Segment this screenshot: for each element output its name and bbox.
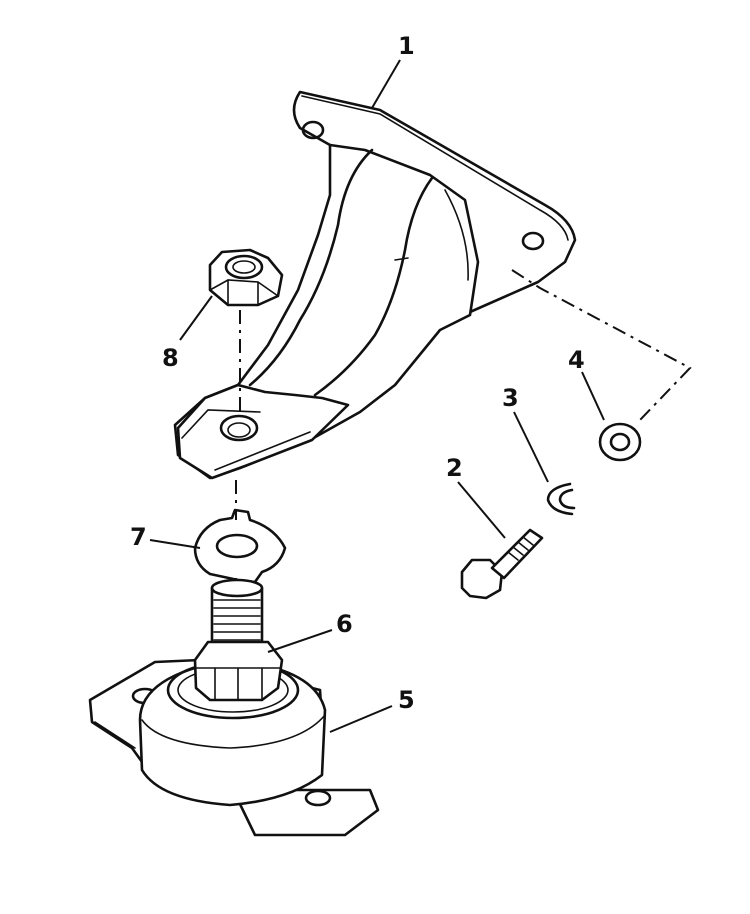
callout-5: 5 xyxy=(398,686,415,714)
hex-bolt xyxy=(460,528,544,600)
leader-2 xyxy=(457,481,506,539)
callout-8: 8 xyxy=(162,344,179,372)
mount-bracket xyxy=(173,90,692,480)
callout-3: 3 xyxy=(502,384,519,412)
bracket-bolt-hole xyxy=(521,231,545,251)
bracket-stud-hole xyxy=(219,414,259,442)
leader-6 xyxy=(267,629,333,653)
callout-1: 1 xyxy=(398,32,415,60)
bracket-bolt-hole xyxy=(301,120,325,140)
callout-6: 6 xyxy=(336,610,353,638)
engine-mount xyxy=(88,578,380,837)
leader-3 xyxy=(513,411,549,483)
leader-8 xyxy=(179,295,213,341)
callout-7: 7 xyxy=(130,523,147,551)
callout-4: 4 xyxy=(568,346,585,374)
leader-7 xyxy=(149,539,201,549)
lock-washer xyxy=(546,482,576,516)
hex-nut xyxy=(208,248,284,415)
flat-washer xyxy=(598,422,642,462)
tab-washer xyxy=(193,480,287,595)
leader-4 xyxy=(581,371,605,421)
callout-2: 2 xyxy=(446,454,463,482)
leader-5 xyxy=(329,705,393,733)
leader-1 xyxy=(371,59,401,109)
